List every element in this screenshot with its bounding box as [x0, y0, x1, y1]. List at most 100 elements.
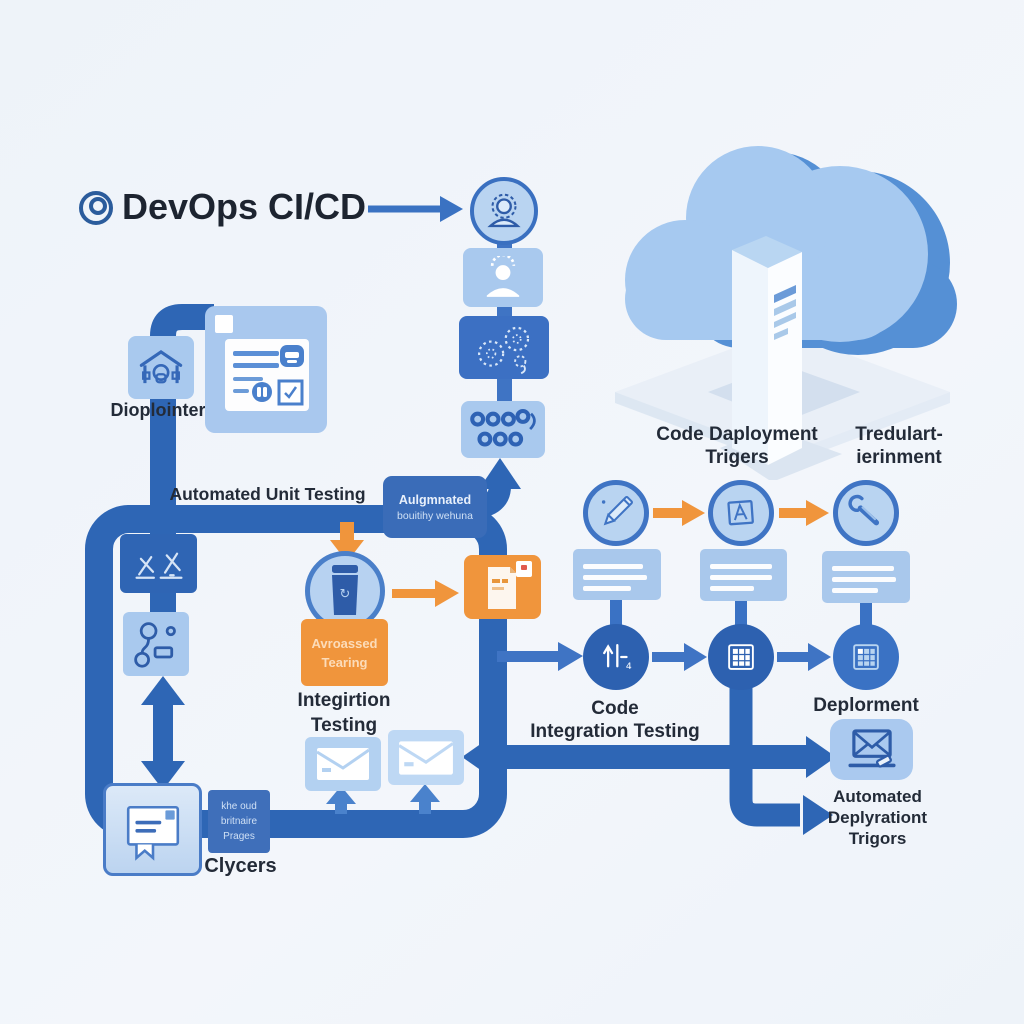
test-marks-icon [134, 552, 183, 579]
grid-circle [708, 624, 774, 690]
automated-building-box: Aulgmnated bouitihy wehuna [383, 476, 487, 538]
page-title: DevOps CI/CD [122, 186, 367, 227]
mail-icon [398, 740, 454, 775]
pencil-circle [583, 480, 649, 546]
code-deployment-line1: Code Daployment [656, 424, 818, 445]
team-avatar-box [463, 248, 543, 307]
cloud-server-illustration [615, 146, 957, 480]
svg-text:4: 4 [626, 661, 632, 672]
pipeline-box-line3: Prages [223, 831, 255, 842]
git-branch-icon [134, 622, 176, 668]
deployment-label: Deplorment [813, 695, 919, 716]
package-circle [708, 480, 774, 546]
build-document-icon [487, 561, 532, 609]
test-marks-box [120, 534, 197, 593]
card-line [583, 586, 631, 591]
pipeline-text-box: khe oud britnaire Prages [208, 790, 270, 853]
code-integration-line2: Integration Testing [530, 721, 700, 742]
mail-card-1 [305, 737, 381, 791]
developer-avatar-icon [487, 193, 521, 228]
team-avatar-icon [486, 255, 520, 297]
code-deployment-line2: Trigers [705, 447, 769, 468]
svg-text:↻: ↻ [340, 587, 351, 602]
envelope-up-arrow-1 [326, 786, 356, 814]
db-badge-icon [252, 382, 272, 402]
card-corner-square [215, 315, 233, 333]
info-card-3 [822, 551, 910, 603]
card-line [832, 588, 878, 593]
target-icon [79, 191, 113, 225]
text-line [233, 351, 279, 356]
grid-icon [728, 644, 754, 670]
title-arrow [368, 196, 463, 222]
integration-arrow-1 [652, 643, 707, 671]
code-deployment-triggers-label: Code Daployment Trigers [627, 423, 847, 469]
container-icon: ↻ [332, 565, 358, 615]
code-integration-line1: Code [591, 698, 639, 719]
wrench-circle [833, 480, 899, 546]
text-line [233, 363, 279, 368]
auto-deploy-line1: Automated [833, 787, 922, 806]
certificate-double-arrow [141, 676, 185, 790]
text-line [233, 389, 249, 393]
pipeline-loop-pipe [85, 505, 507, 838]
card-line [710, 575, 772, 580]
git-branch-box [123, 612, 189, 676]
checkbox-icon [277, 379, 304, 406]
automated-testing-badge: Avroassed Tearing [301, 619, 388, 686]
laptop-mail-icon [847, 728, 896, 768]
card-panel [225, 339, 309, 411]
pipeline-dots-icon [470, 408, 536, 447]
pipeline-dots-box [461, 401, 545, 458]
card-line [583, 564, 643, 569]
card-stubs [610, 596, 872, 628]
home-developer-box [128, 336, 194, 399]
robot-badge-icon [280, 345, 304, 367]
build-document-box [464, 555, 541, 619]
envelope-up-arrow-2 [410, 784, 440, 814]
checklist-card [205, 306, 327, 433]
card-line [832, 577, 896, 582]
automated-testing-line1: Avroassed [311, 635, 378, 651]
mail-card-2 [388, 730, 464, 785]
integration-testing-label: Integirtion Testing [259, 688, 429, 738]
automated-deployment-triggers-label: Automated Deplyrationt Trigors [800, 786, 955, 849]
laptop-mail-box [830, 719, 913, 780]
automated-testing-line2: Tearing [321, 654, 368, 670]
metrics-icon: 4 [603, 644, 632, 672]
pipe-to-code-arrow [497, 642, 583, 671]
automated-building-line2: bouitihy wehuna [397, 509, 473, 522]
info-card-2 [700, 549, 787, 601]
deployment-double-arrow [462, 736, 836, 778]
test-environment-label: Tredulart- ierinment [809, 423, 989, 469]
automated-building-line1: Aulgmnated [398, 492, 472, 507]
test-environment-line1: Tredulart- [855, 424, 943, 445]
card-line [710, 586, 754, 591]
dioplointer-label: Dioplointer [110, 400, 206, 420]
info-card-1 [573, 549, 661, 600]
package-a-icon [727, 500, 754, 526]
auto-deploy-line3: Trigors [848, 829, 907, 848]
text-line [233, 377, 263, 381]
developer-avatar-circle [470, 177, 538, 245]
deployment-grid-icon [853, 644, 879, 670]
source-pipe [150, 304, 214, 627]
clycers-label: Clycers [204, 855, 277, 877]
card-line [710, 564, 772, 569]
wrench-icon [848, 494, 880, 526]
dotted-gears-icon [478, 326, 530, 374]
dotted-gears-box [459, 316, 549, 379]
automated-unit-testing-label: Automated Unit Testing [169, 484, 366, 504]
pipeline-box-line1: khe oud [221, 801, 257, 812]
trigger-arrow-1 [653, 500, 705, 526]
integration-testing-line1: Integirtion [297, 690, 391, 711]
card-line [583, 575, 647, 580]
mail-icon [316, 748, 370, 780]
server-tower-icon [708, 236, 860, 465]
certificate-icon [126, 805, 179, 861]
certificate-box [103, 783, 202, 876]
deployment-grid-circle [833, 624, 899, 690]
test-environment-line2: ierinment [856, 447, 942, 468]
